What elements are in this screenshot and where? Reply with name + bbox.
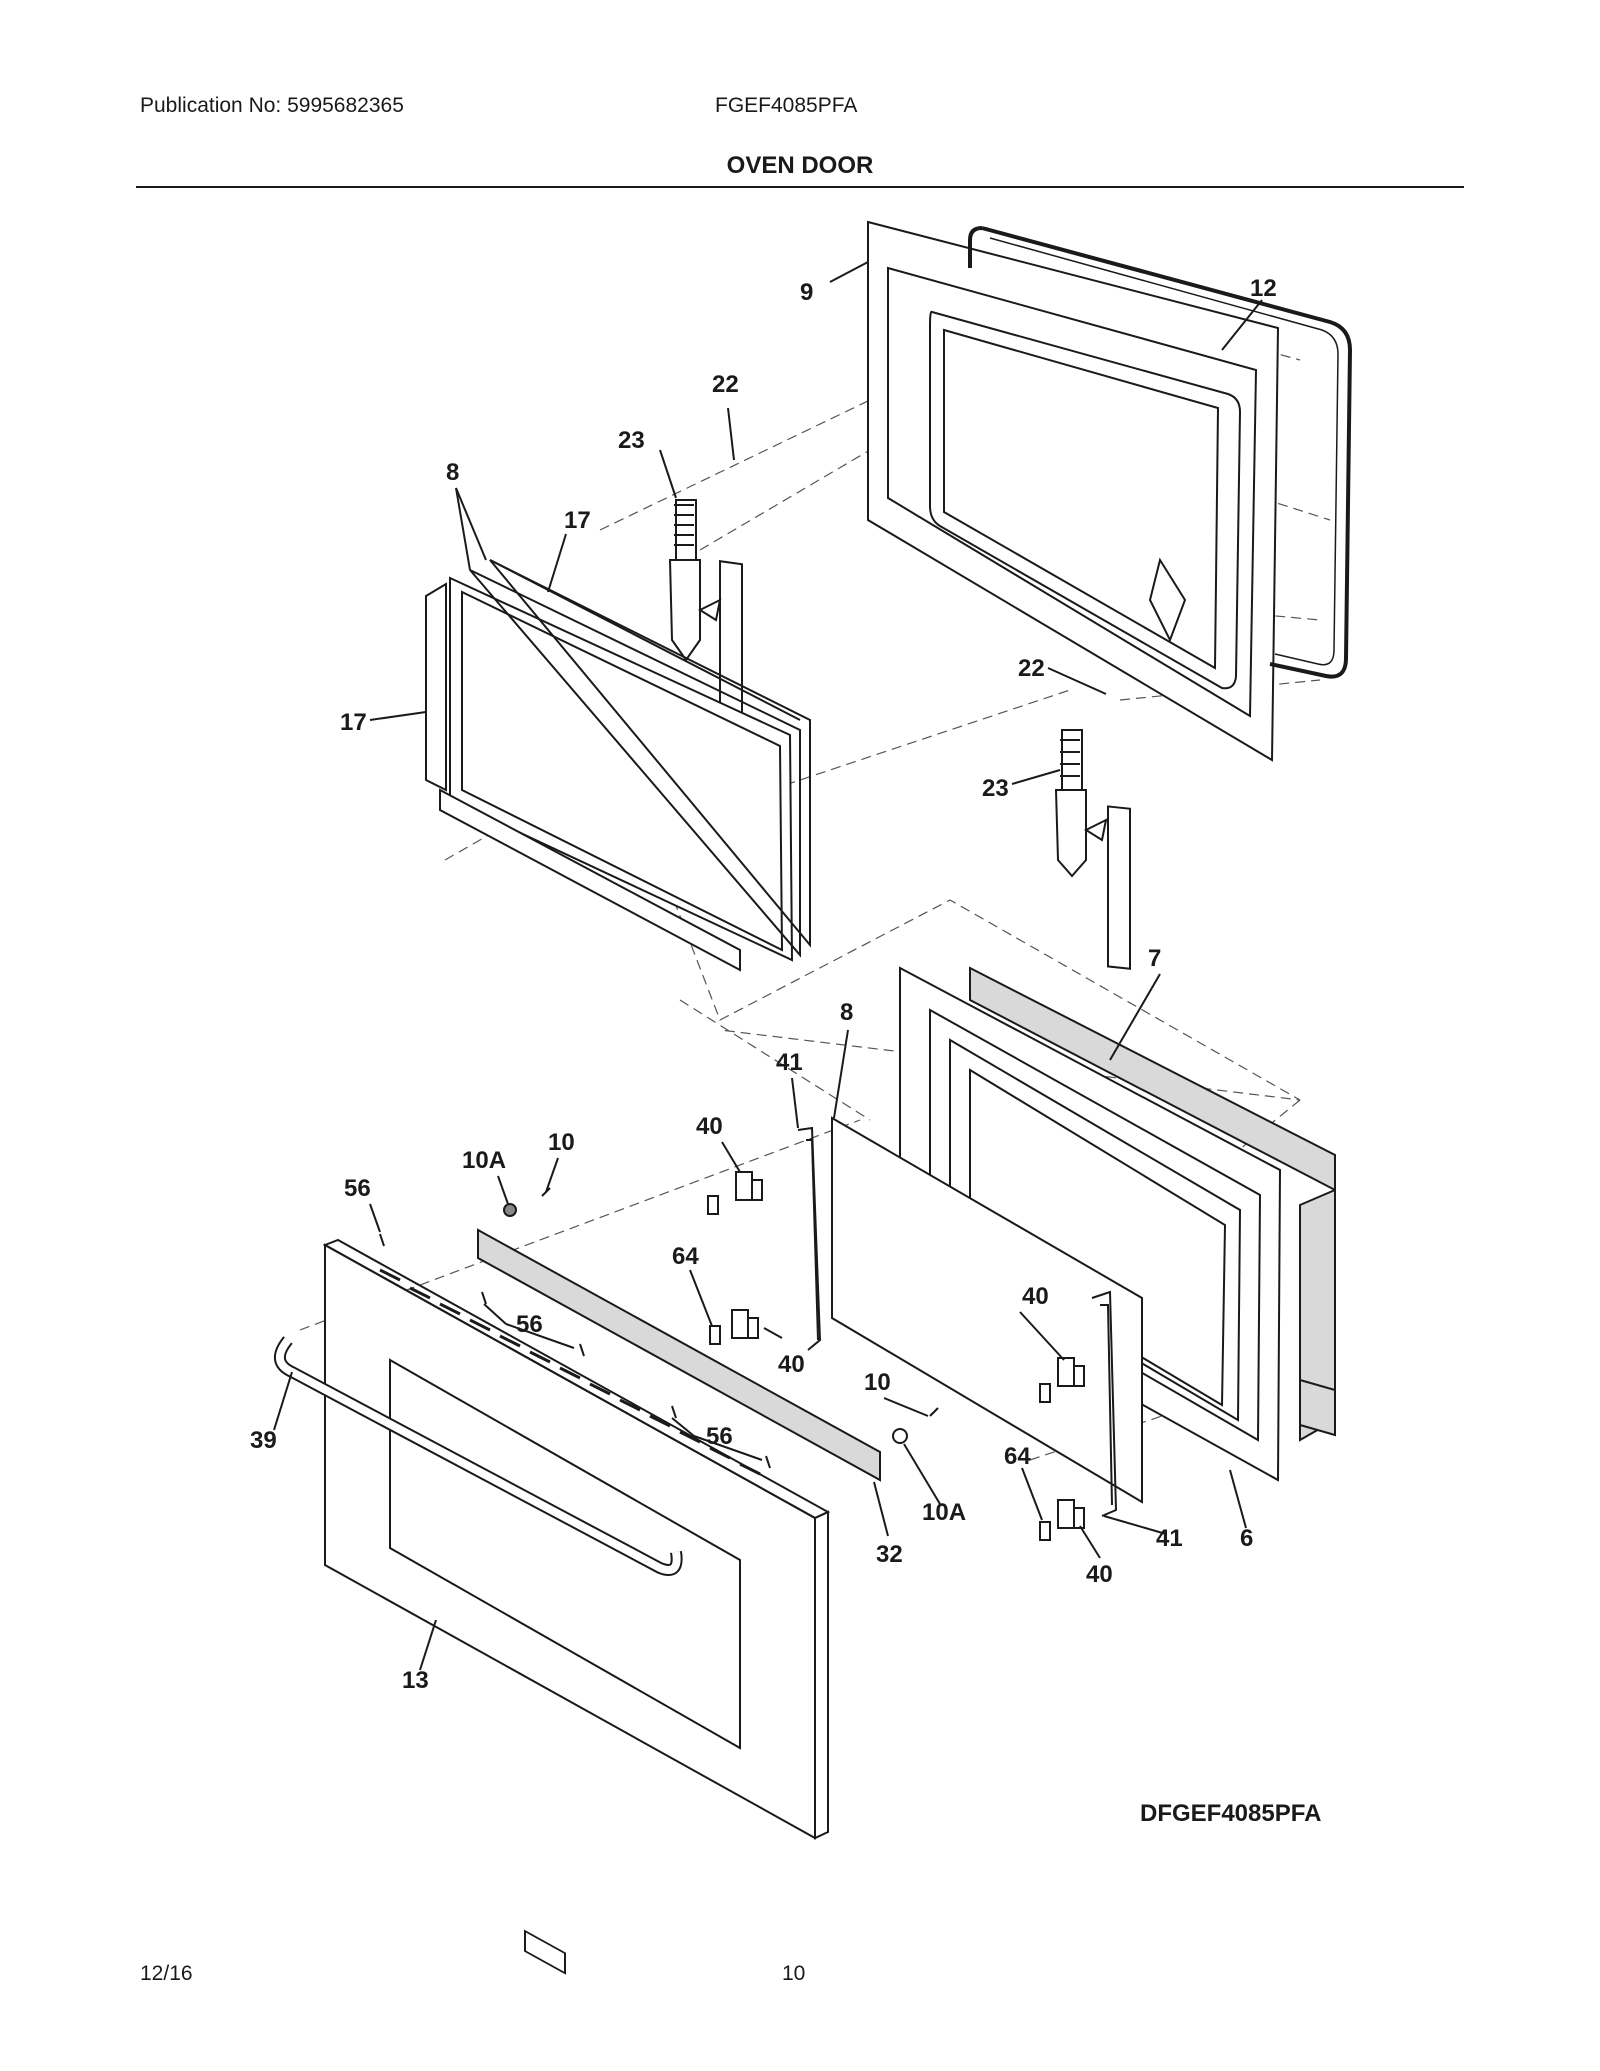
callout-39: 39 xyxy=(250,1427,277,1454)
callout-17-left: 17 xyxy=(340,709,367,736)
callout-22-upper: 22 xyxy=(712,371,739,398)
callout-40-upper-right: 40 xyxy=(1022,1283,1049,1310)
callout-17-upper: 17 xyxy=(564,507,591,534)
glass-clips xyxy=(707,1171,1085,1541)
callout-40-lower-left: 40 xyxy=(778,1351,805,1378)
callout-8-upper: 8 xyxy=(446,459,459,486)
callout-8-middle: 8 xyxy=(840,999,853,1026)
glass-channel-right xyxy=(1091,1290,1118,1517)
callout-10-lower: 10 xyxy=(864,1369,891,1396)
callout-64-left: 64 xyxy=(672,1243,699,1270)
publication-number: Publication No: 5995682365 xyxy=(140,94,404,117)
door-insulation xyxy=(969,966,1336,1442)
callout-40-lower-right: 40 xyxy=(1086,1561,1113,1588)
callout-40-upper-left: 40 xyxy=(696,1113,723,1140)
vent-panel xyxy=(477,1228,881,1482)
inner-glass-pack xyxy=(425,559,811,972)
screws-and-washers xyxy=(379,1187,939,1469)
callout-13: 13 xyxy=(402,1667,429,1694)
callout-56-lower: 56 xyxy=(706,1423,733,1450)
callout-6: 6 xyxy=(1240,1525,1253,1552)
inner-door-liner xyxy=(867,220,1280,762)
callout-64-right: 64 xyxy=(1004,1443,1031,1470)
glass-channel-left xyxy=(797,1126,822,1351)
door-gasket xyxy=(968,226,1353,679)
hinge-upper xyxy=(668,499,743,726)
model-number: FGEF4085PFA xyxy=(715,94,858,117)
outer-door-panel xyxy=(322,1238,831,1975)
callout-10A-lower: 10A xyxy=(922,1499,966,1526)
callout-23-upper: 23 xyxy=(618,427,645,454)
callout-23-lower: 23 xyxy=(982,775,1009,802)
hinge-lower xyxy=(1054,729,1131,970)
callout-10-upper: 10 xyxy=(548,1129,575,1156)
publication-date: 12/16 xyxy=(140,1962,193,1985)
callout-10A-upper: 10A xyxy=(462,1147,506,1174)
callout-41-left: 41 xyxy=(776,1049,803,1076)
callout-9: 9 xyxy=(800,279,813,306)
callout-7: 7 xyxy=(1148,945,1161,972)
callout-12: 12 xyxy=(1250,275,1277,302)
door-window-glass xyxy=(831,1116,1143,1504)
door-handle xyxy=(274,1336,683,1576)
callout-22-lower: 22 xyxy=(1018,655,1045,682)
callout-56-left: 56 xyxy=(344,1175,371,1202)
callout-41-right: 41 xyxy=(1156,1525,1183,1552)
header-rule xyxy=(136,186,1464,188)
section-title: OVEN DOOR xyxy=(726,152,874,179)
page-number: 10 xyxy=(782,1962,806,1985)
leader-lines xyxy=(273,261,1263,1671)
callout-labels: 9 12 22 23 8 17 17 22 23 7 8 41 40 10 10… xyxy=(250,275,1277,1694)
callout-56-middle: 56 xyxy=(516,1311,543,1338)
diagram-code: DFGEF4085PFA xyxy=(1140,1800,1322,1827)
callout-32: 32 xyxy=(876,1541,903,1568)
